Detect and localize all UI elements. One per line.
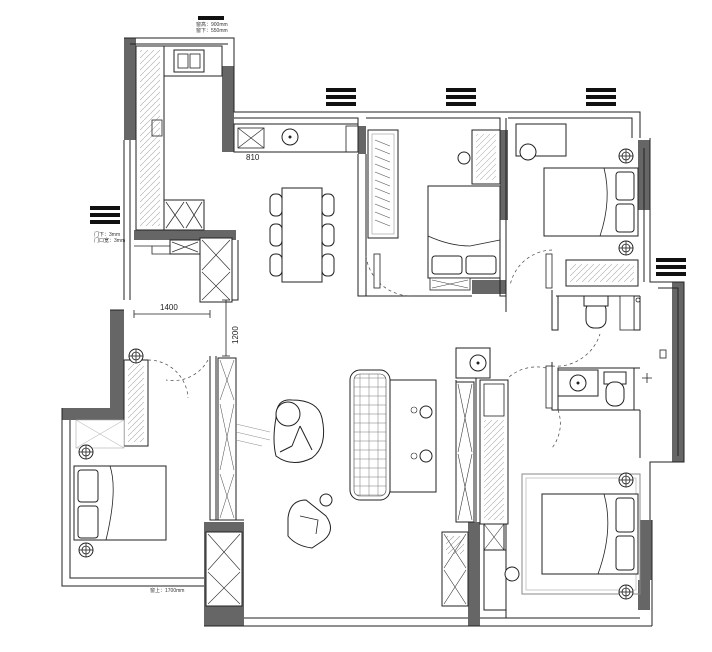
bedroom-left — [73, 348, 196, 579]
living-area — [165, 347, 491, 607]
toilet-icon — [605, 381, 625, 407]
island-counter — [389, 379, 437, 493]
bedroom-top-middle — [365, 129, 501, 297]
dining-table — [269, 187, 335, 283]
kitchen — [134, 45, 233, 303]
dimension-label: 1400 — [160, 303, 178, 312]
redacted-labels — [90, 16, 686, 276]
vanity-counter: 810 — [233, 123, 359, 162]
dimension-label: 810 — [246, 153, 260, 162]
window-note: 窗高：900mm — [196, 21, 228, 28]
wall-lines — [61, 37, 685, 627]
dimension-lines — [133, 299, 230, 357]
armchair — [287, 499, 331, 549]
bathroom-upper — [583, 295, 641, 331]
kitchen-sink-icon — [173, 49, 205, 73]
tall-cabinet — [199, 237, 233, 303]
door-note: 门口宽：3mm — [94, 237, 125, 244]
rug — [521, 473, 641, 595]
bedroom-bottom-right — [479, 379, 641, 611]
tall-cabinet — [455, 381, 475, 523]
window-note: 窗上：1700mm — [150, 587, 184, 594]
bathroom-middle — [507, 333, 667, 449]
bedroom-top-right — [509, 123, 639, 289]
dimension-label: 1200 — [231, 326, 240, 344]
desk — [483, 549, 507, 611]
kitchen-cabinet — [163, 199, 205, 231]
door-note: 门下：3mm — [94, 231, 120, 238]
window-note: 窗下：550mm — [196, 27, 228, 34]
tv-cabinet — [217, 357, 237, 521]
